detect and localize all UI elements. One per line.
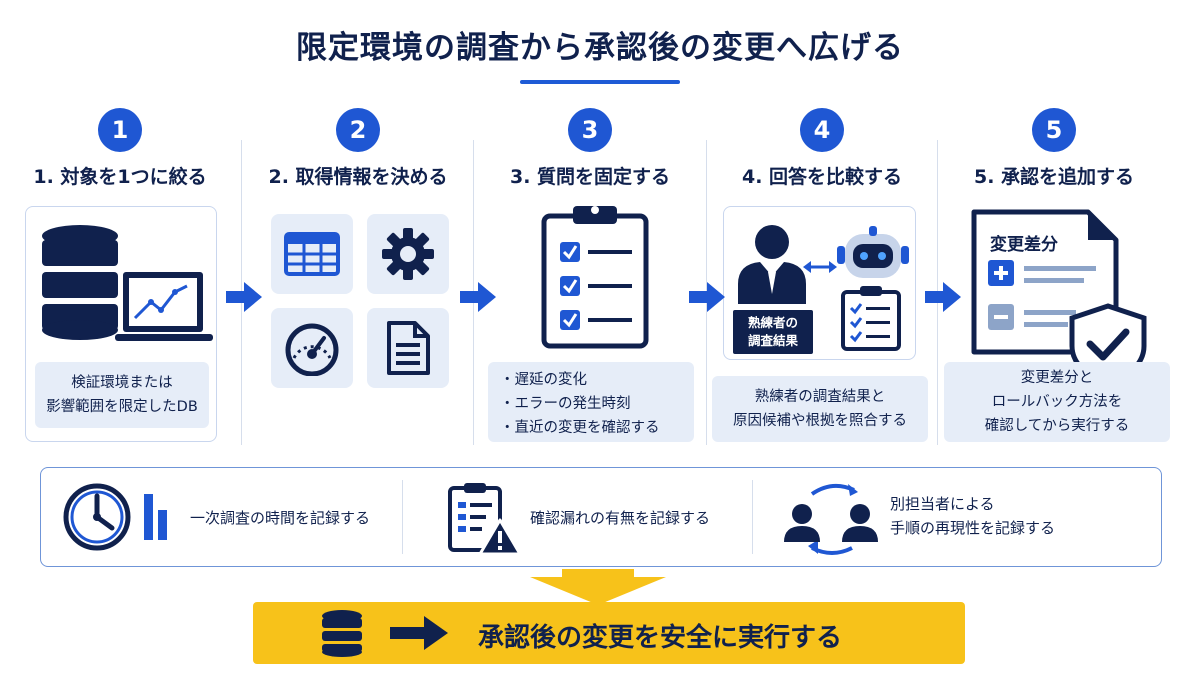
- expert-person-icon: [738, 225, 806, 304]
- final-banner: [253, 602, 965, 664]
- step-title: 2. 取得情報を決める: [268, 166, 448, 188]
- step-3: 3 3. 質問を固定する: [475, 108, 705, 448]
- expert-label: 熟練者の 調査結果: [733, 310, 813, 354]
- step-title: 1. 対象を1つに絞る: [33, 166, 207, 188]
- records-panel: [40, 467, 1162, 567]
- table-tile: [271, 214, 353, 294]
- record-item-1: 一次調査の時間を記録する: [190, 509, 371, 527]
- step-4: 4 4. 回答を比較する: [707, 108, 937, 448]
- gear-icon: [382, 228, 434, 280]
- step-1: 1 1. 対象を1つに絞る: [5, 108, 235, 448]
- step-title: 4. 回答を比較する: [741, 166, 903, 188]
- database-laptop-icon: [42, 225, 213, 341]
- checklist-warning-icon: [448, 483, 522, 556]
- flow-arrow-icon: [689, 282, 725, 312]
- database-arrow-icon: [322, 610, 448, 657]
- gauge-tile: [271, 308, 353, 388]
- banner-text: 承認後の変更を安全に実行する: [478, 623, 843, 653]
- compare-arrow-icon: [803, 261, 837, 273]
- step-title: 3. 質問を固定する: [509, 166, 671, 188]
- clipboard-checklist-icon: [541, 206, 649, 349]
- people-cycle-icon: [784, 483, 878, 555]
- step-3-caption: 遅延の変化 エラーの発生時刻 直近の変更を確認する: [488, 362, 694, 442]
- flow-arrow-icon: [460, 282, 496, 312]
- step-1-caption: 検証環境または 影響範囲を限定したDB: [35, 362, 209, 428]
- flow-arrow-icon: [226, 282, 262, 312]
- gear-tile: [367, 214, 449, 294]
- document-icon: [387, 321, 430, 375]
- step-5: 5 5. 承認を追加する: [939, 108, 1169, 448]
- step-2: 2 2. 取得情報を決める: [243, 108, 473, 448]
- step-number: 5: [1032, 108, 1076, 152]
- step-number: 2: [336, 108, 380, 152]
- step-number: 1: [98, 108, 142, 152]
- page-title: 限定環境の調査から承認後の変更へ広げる: [296, 30, 904, 66]
- gauge-icon: [285, 323, 339, 376]
- document-tile: [367, 308, 449, 388]
- ai-checklist-icon: [841, 286, 901, 351]
- robot-icon: [837, 226, 909, 278]
- records-divider: [752, 480, 753, 554]
- step-4-caption: 熟練者の調査結果と 原因候補や根拠を照合する: [712, 376, 928, 442]
- record-item-2: 確認漏れの有無を記録する: [530, 509, 711, 527]
- down-arrow-icon: [530, 569, 666, 605]
- records-divider: [402, 480, 403, 554]
- flow-arrow-icon: [925, 282, 961, 312]
- table-icon: [284, 232, 340, 276]
- step-5-caption: 変更差分と ロールバック方法を 確認してから実行する: [944, 362, 1170, 442]
- title-underline: [520, 80, 680, 84]
- record-item-3: 別担当者による 手順の再現性を記録する: [890, 495, 1056, 537]
- clock-icon: [63, 483, 167, 551]
- step-number: 4: [800, 108, 844, 152]
- step-title: 5. 承認を追加する: [973, 166, 1135, 188]
- step-number: 3: [568, 108, 612, 152]
- diff-document-title: 変更差分: [990, 235, 1058, 255]
